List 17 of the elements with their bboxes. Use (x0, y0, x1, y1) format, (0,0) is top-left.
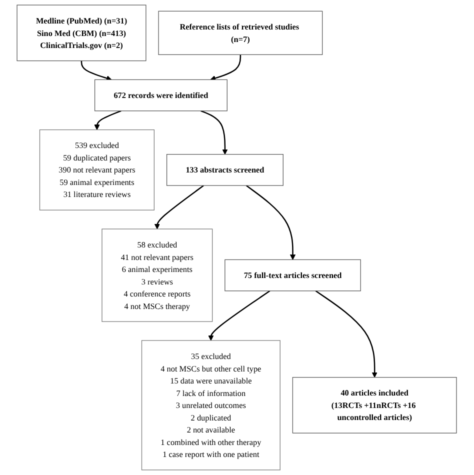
node-box: 58 excluded 41 not relevant papers 6 animal experiments 3 reviews 4 conference reports 4 not MSCs therapy (102, 228, 213, 322)
node-box: Reference lists of retrieved studies (n=7) (158, 10, 323, 55)
arrow (94, 110, 122, 130)
node-box: Medline (PubMed) (n=31) Sino Med (CBM) (n=413) ClinicalTrials.gov (n=2) (16, 4, 146, 62)
arrow (200, 110, 228, 155)
arrow (208, 290, 270, 341)
node-box: 35 excluded 4 not MSCs but other cell type 15 data were unavailable 7 lack of information 3 unrelated outcomes 2 duplicated 2 not available 1 combined with other therapy 1 case report with one patient (142, 340, 281, 470)
node-box: 75 full-text articles screened (224, 259, 362, 292)
arrow (246, 185, 296, 260)
node-box: 672 records were identified (94, 79, 228, 112)
arrow (154, 185, 204, 230)
node-box: 539 excluded 59 duplicated papers 390 not relevant papers 59 animal experiments 31 literature reviews (40, 129, 155, 210)
arrow (316, 290, 378, 378)
arrow (210, 54, 242, 81)
arrow (81, 60, 112, 81)
node-box: 40 articles included (13RCTs +11nRCTs +16 uncontrolled articles) (292, 377, 458, 434)
node-box: 133 abstracts screened (166, 154, 284, 186)
